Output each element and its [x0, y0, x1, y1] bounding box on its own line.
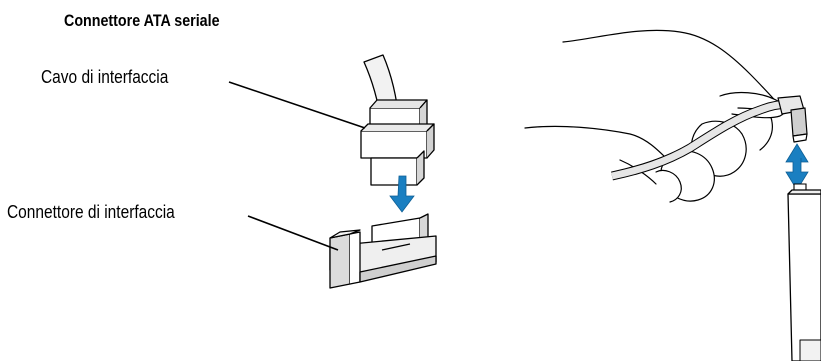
board-connector-illustration [329, 213, 437, 289]
leader-line-cable [228, 81, 366, 129]
right-angle-plug [777, 95, 808, 143]
cable-plug-tab [370, 157, 418, 186]
cable-plug-illustration [360, 54, 435, 186]
double-arrow-icon [785, 143, 809, 191]
sata-cable [611, 99, 791, 181]
drive-body [787, 189, 821, 361]
label-interface-connector: Connettore di interfaccia [7, 202, 175, 222]
down-arrow-icon [389, 175, 415, 213]
cable-plug-body [360, 130, 428, 159]
figure-title: Connettore ATA seriale [64, 11, 220, 30]
leader-line-connector [247, 215, 339, 251]
label-interface-cable: Cavo di interfaccia [41, 67, 169, 87]
